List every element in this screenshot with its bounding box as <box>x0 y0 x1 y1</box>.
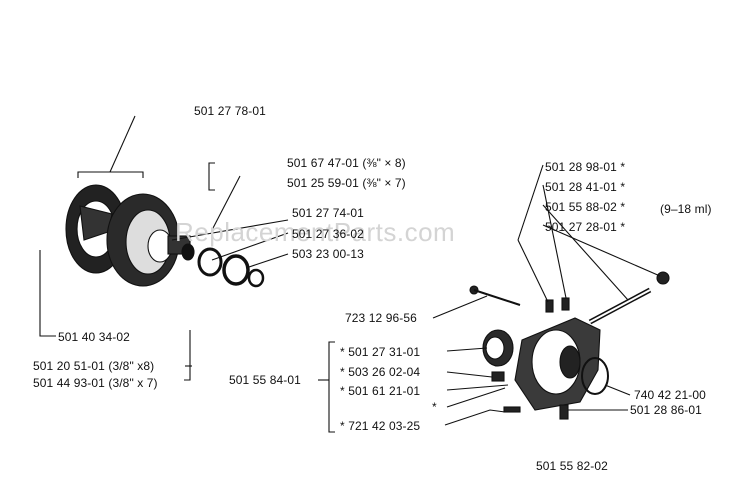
watermark: ReplacementParts.com <box>175 217 456 247</box>
part-number-44-93-01: 501 44 93-01 (3/8" x 7) <box>33 376 158 390</box>
part-number-27-36-02: 501 27 36-02 <box>292 227 364 241</box>
leader-line <box>109 115 136 173</box>
leader-line <box>171 219 289 241</box>
part-number-27-28-01: 501 27 28-01 * <box>545 220 626 234</box>
part-number-20-51-01: 501 20 51-01 (3/8" x8) <box>33 359 155 373</box>
leader-line <box>446 384 509 391</box>
part-number-28-41-01: 501 28 41-01 * <box>545 180 626 194</box>
oil-pump-drawing <box>469 271 670 420</box>
leader-line <box>444 409 506 426</box>
clutch-bracket <box>77 171 144 178</box>
pump-kit-bracket <box>328 341 335 433</box>
part-number-28-86-01: 501 28 86-01 <box>630 403 702 417</box>
part-number-740-42-21-00: 740 42 21-00 <box>634 388 706 402</box>
leader-line <box>604 384 631 396</box>
part-number-clutch-assembly: 501 27 78-01 <box>194 104 266 118</box>
part-number-sprocket-7: 501 25 59-01 (⅜" × 7) <box>287 176 406 190</box>
leader-line <box>542 224 661 277</box>
asterisk-marker: * <box>432 400 437 414</box>
oil-volume-note: (9–18 ml) <box>660 202 712 216</box>
leader-line <box>245 253 289 269</box>
part-number-sprocket-8: 501 67 47-01 (⅜" × 8) <box>287 156 406 170</box>
washer-drawing <box>197 247 223 277</box>
part-number-61-21-01: * 501 61 21-01 <box>340 384 421 398</box>
leader-line <box>446 371 493 378</box>
part-number-723-12-96-56: 723 12 96-56 <box>345 311 417 325</box>
part-number-27-74-01: 501 27 74-01 <box>292 206 364 220</box>
leader-line <box>39 250 56 337</box>
needle-bearing-drawing <box>222 254 250 286</box>
leader-line <box>184 330 191 381</box>
part-number-28-98-01: 501 28 98-01 * <box>545 160 626 174</box>
clutch-drum-drawing <box>65 184 195 287</box>
leader-line <box>542 184 567 299</box>
leader-line <box>446 387 506 408</box>
part-number-55-88-02: 501 55 88-02 * <box>545 200 626 214</box>
leader-line <box>211 175 241 231</box>
leader-line <box>432 295 488 319</box>
part-number-721-42-03-25: * 721 42 03-25 <box>340 419 421 433</box>
part-number-55-82-02: 501 55 82-02 <box>536 459 608 473</box>
leader-line <box>517 164 544 241</box>
part-number-23-00-13: 503 23 00-13 <box>292 247 364 261</box>
washer-small-drawing <box>247 268 265 288</box>
part-number-55-84-01: 501 55 84-01 <box>229 373 301 387</box>
leader-line <box>211 232 289 261</box>
part-number-26-02-04: * 503 26 02-04 <box>340 365 421 379</box>
leader-line <box>517 239 549 303</box>
part-number-27-31-01: * 501 27 31-01 <box>340 345 421 359</box>
sprocket-bracket <box>208 162 215 191</box>
part-number-40-34-02: 501 40 34-02 <box>58 330 130 344</box>
leader-line <box>542 204 629 301</box>
leader-line <box>446 347 488 352</box>
